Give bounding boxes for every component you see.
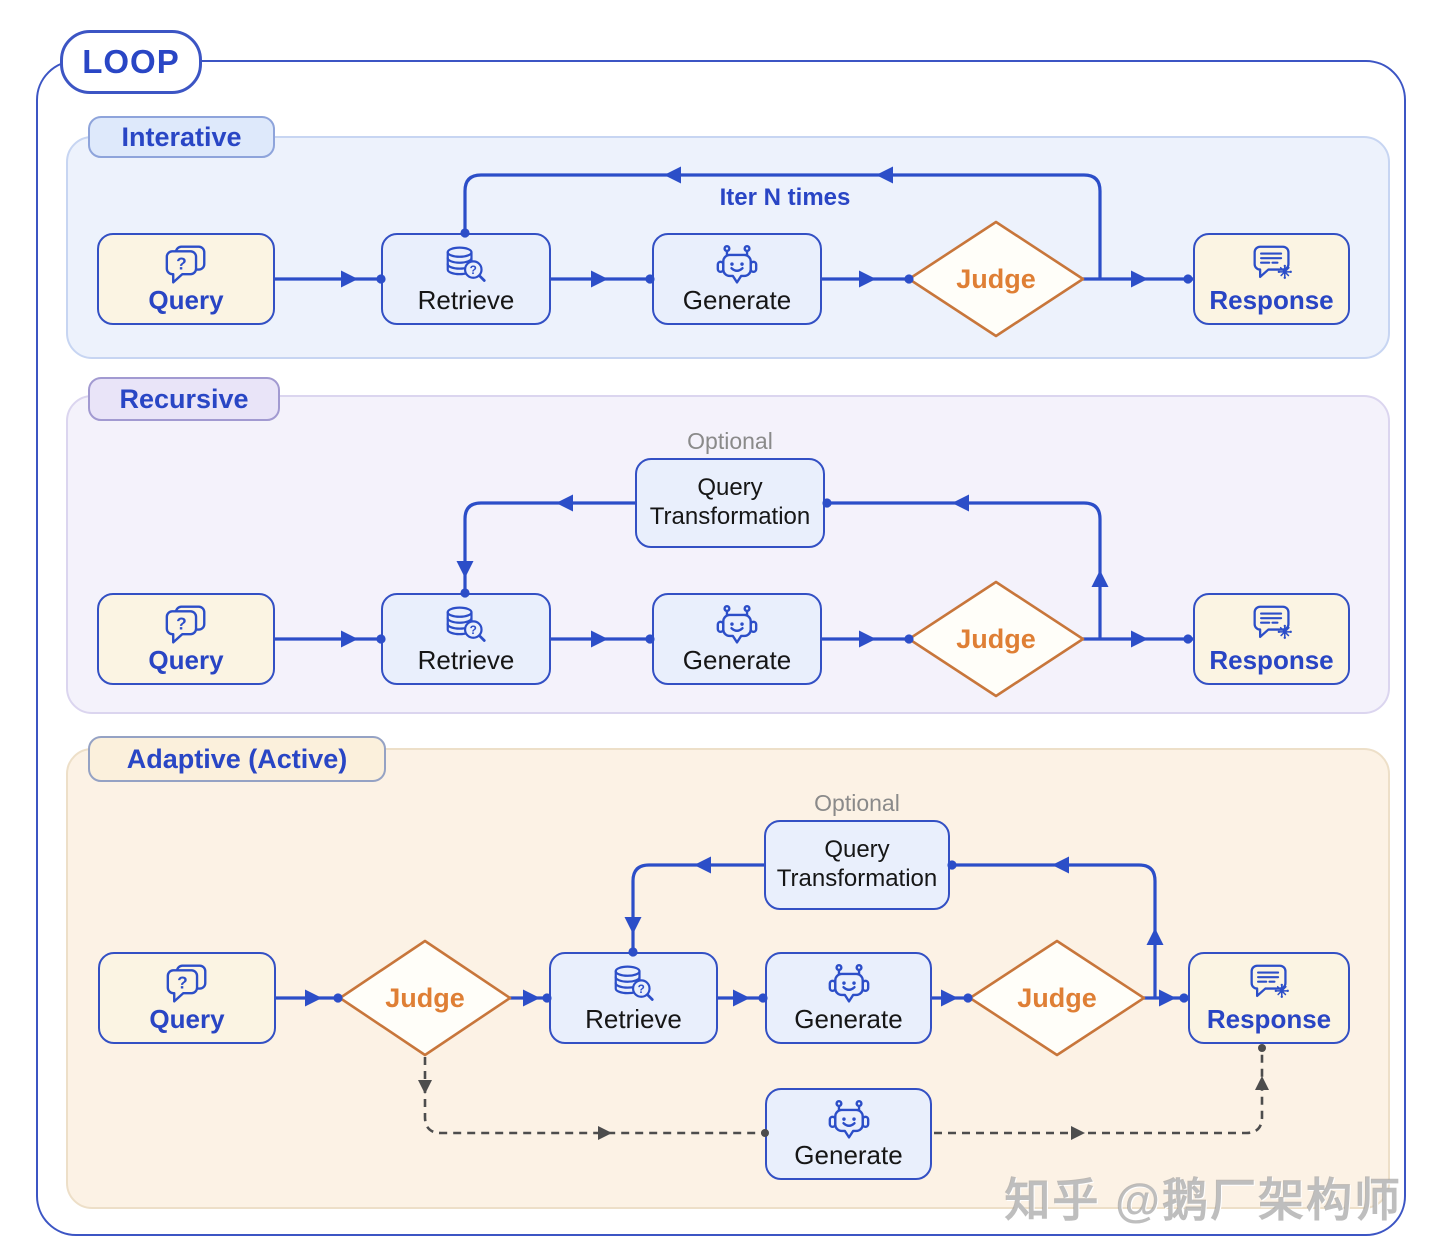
node-retrieve-recursive: Retrieve xyxy=(381,593,551,685)
section-label-text: Recursive xyxy=(119,383,249,414)
node-label: Query Transformation xyxy=(649,474,811,530)
node-response-interative: Response xyxy=(1193,233,1350,325)
database-search-icon xyxy=(609,963,659,1005)
node-label: Generate xyxy=(682,284,792,315)
node-label: Generate xyxy=(794,1139,903,1170)
question-chat-icon xyxy=(162,963,212,1005)
optional-label-adaptive: Optional xyxy=(814,790,900,816)
loop-title-pill: LOOP xyxy=(60,30,202,94)
node-query-transformation-recursive: Query Transformation xyxy=(635,458,825,548)
node-label: Response xyxy=(1209,644,1334,675)
iter-n-times-label: Iter N times xyxy=(719,184,851,211)
node-label: Query xyxy=(148,644,224,675)
node-label: Response xyxy=(1206,1003,1332,1034)
node-generate-adaptive: Generate xyxy=(765,952,932,1044)
node-response-adaptive: Response xyxy=(1188,952,1350,1044)
node-label: Generate xyxy=(794,1003,903,1034)
node-generate-alt-adaptive: Generate xyxy=(765,1088,932,1180)
node-label: Query xyxy=(148,284,224,315)
node-label: Query Transformation xyxy=(776,836,938,892)
node-query-interative: Query xyxy=(97,233,275,325)
node-query-recursive: Query xyxy=(97,593,275,685)
watermark: 知乎 @鹅厂架构师 xyxy=(1004,1174,1402,1226)
node-query-adaptive: Query xyxy=(98,952,276,1044)
node-label: Generate xyxy=(682,644,792,675)
node-label: Query xyxy=(149,1003,225,1034)
node-judge-interative-label: Judge xyxy=(956,263,1036,294)
loop-title: LOOP xyxy=(82,43,180,80)
robot-chat-icon xyxy=(824,1099,874,1141)
node-generate-recursive: Generate xyxy=(652,593,822,685)
robot-chat-icon xyxy=(824,963,874,1005)
loop-container xyxy=(36,60,1406,1236)
section-label-text: Interative xyxy=(121,121,242,152)
database-search-icon xyxy=(441,604,491,646)
node-judge-recursive-label: Judge xyxy=(956,623,1036,654)
node-judge-pre-adaptive-label: Judge xyxy=(385,982,465,1013)
node-retrieve-interative: Retrieve xyxy=(381,233,551,325)
answer-chat-icon xyxy=(1247,604,1297,646)
question-chat-icon xyxy=(161,604,211,646)
node-query-transformation-adaptive: Query Transformation xyxy=(764,820,950,910)
section-label-recursive: Recursive xyxy=(88,377,280,421)
node-label: Response xyxy=(1209,284,1334,315)
node-retrieve-adaptive: Retrieve xyxy=(549,952,718,1044)
robot-chat-icon xyxy=(712,604,762,646)
answer-chat-icon xyxy=(1244,963,1294,1005)
section-label-adaptive: Adaptive (Active) xyxy=(88,736,386,782)
node-label: Retrieve xyxy=(585,1003,682,1034)
robot-chat-icon xyxy=(712,244,762,286)
node-response-recursive: Response xyxy=(1193,593,1350,685)
optional-label-recursive: Optional xyxy=(687,428,773,454)
section-label-text: Adaptive (Active) xyxy=(126,743,348,774)
answer-chat-icon xyxy=(1247,244,1297,286)
database-search-icon xyxy=(441,244,491,286)
question-chat-icon xyxy=(161,244,211,286)
node-generate-interative: Generate xyxy=(652,233,822,325)
node-label: Retrieve xyxy=(417,644,515,675)
section-label-interative: Interative xyxy=(88,116,275,158)
node-judge-post-adaptive-label: Judge xyxy=(1017,982,1097,1013)
node-label: Retrieve xyxy=(417,284,515,315)
